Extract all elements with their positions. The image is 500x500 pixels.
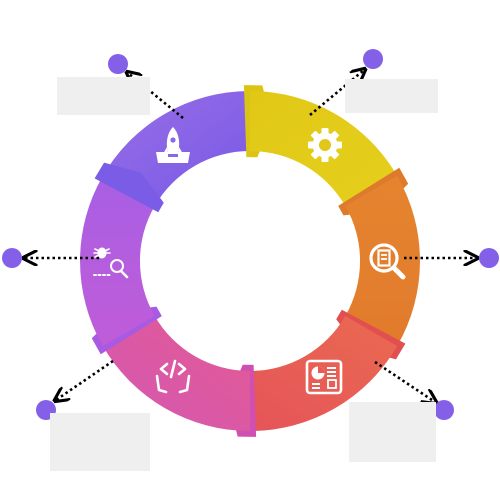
connector-settings — [309, 70, 364, 116]
text-box-bottom-left — [50, 413, 150, 471]
dashboard-chart-icon — [305, 359, 343, 395]
magnify-document-icon — [369, 243, 406, 280]
bug-search-icon — [93, 247, 129, 279]
code-hands-icon — [155, 359, 191, 394]
text-box-top-left — [57, 77, 150, 115]
segment-search — [345, 176, 420, 346]
rocket-launch-icon — [156, 127, 190, 163]
text-box-top-right — [345, 79, 438, 113]
connector-code — [56, 359, 114, 400]
segment-code — [102, 316, 250, 431]
connector-analytics — [374, 360, 435, 402]
endpoint-dot-settings — [363, 49, 383, 69]
endpoint-dot-analytics — [434, 400, 454, 420]
gear-icon — [308, 128, 342, 162]
endpoint-dot-launch — [108, 54, 128, 74]
ring-segments — [80, 85, 420, 437]
segment-tab-launch — [94, 162, 164, 213]
connector-launch — [128, 73, 184, 120]
connectors — [2, 49, 499, 420]
endpoint-dot-search — [479, 248, 499, 268]
text-box-bottom-right — [349, 402, 436, 462]
endpoint-dot-debug — [2, 248, 22, 268]
